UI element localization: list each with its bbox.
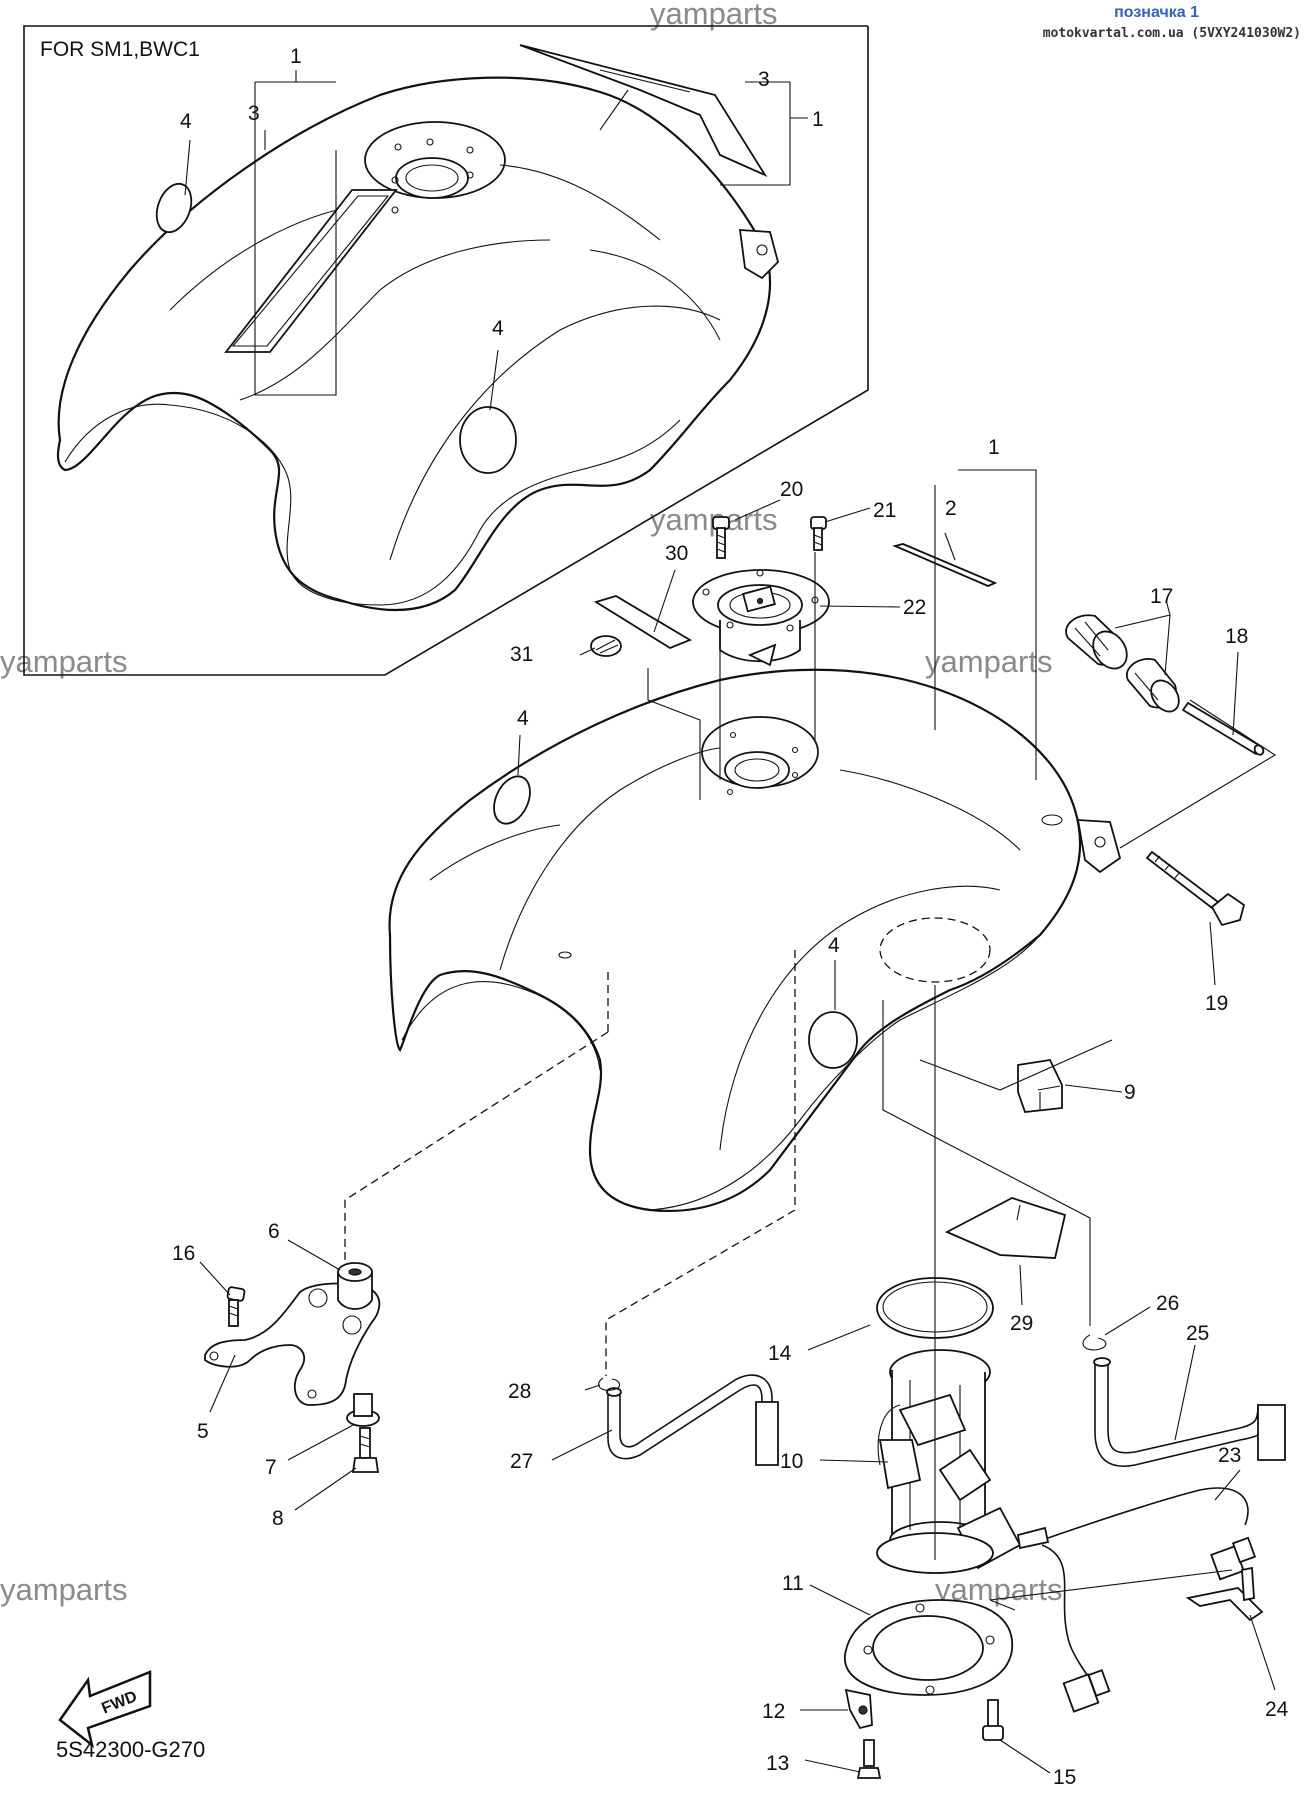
callout-31: 31 — [510, 643, 533, 666]
inset-frame — [23, 25, 869, 676]
bolt-20 — [712, 516, 730, 559]
callout-19: 19 — [1205, 992, 1228, 1015]
callout-3: 3 — [758, 68, 770, 91]
callout-11: 11 — [782, 1572, 804, 1595]
callout-5: 5 — [197, 1420, 209, 1443]
callout-1: 1 — [812, 108, 824, 131]
callout-10: 10 — [780, 1450, 803, 1473]
damper-17 — [1065, 614, 1180, 713]
gasket-30 — [593, 595, 693, 650]
callout-7: 7 — [265, 1456, 277, 1479]
callout-labels: 1 3 4 3 1 4 1 2 20 21 30 22 31 17 18 4 4… — [172, 45, 1289, 1789]
callout-26: 26 — [1156, 1292, 1179, 1315]
bracket-5 — [204, 1282, 381, 1406]
damper-6 — [337, 1262, 373, 1310]
callout-20: 20 — [780, 478, 803, 501]
callout-23: 23 — [1218, 1444, 1241, 1467]
callout-leaders — [199, 499, 1276, 1774]
callout-4: 4 — [828, 934, 840, 957]
callout-24: 24 — [1265, 1698, 1289, 1721]
callout-27: 27 — [510, 1450, 533, 1473]
callout-1: 1 — [988, 436, 1000, 459]
bolt-16 — [226, 1286, 246, 1327]
callout-9: 9 — [1124, 1081, 1136, 1104]
drawing-code: 5S42300-G270 — [56, 1737, 206, 1762]
hose-clip-26 — [1082, 1334, 1107, 1351]
wire-harness-23 — [1047, 1487, 1249, 1539]
main-fuel-tank — [388, 668, 1122, 1212]
callout-30: 30 — [665, 542, 688, 565]
callout-25: 25 — [1186, 1322, 1209, 1345]
callout-1: 1 — [290, 45, 302, 68]
callout-8: 8 — [272, 1507, 284, 1530]
rod-18 — [1181, 701, 1265, 756]
bolt-21 — [810, 516, 827, 551]
pad-29 — [944, 1197, 1067, 1259]
gasket-11 — [844, 1599, 1014, 1696]
screw-13 — [856, 1739, 882, 1779]
assembly-guide-lines — [344, 469, 1277, 1611]
bolt-15 — [982, 1699, 1004, 1741]
fuel-pump-10 — [876, 1349, 1050, 1574]
callout-4: 4 — [517, 707, 529, 730]
header-subtitle: motokvartal.com.ua (5VXY241030W2) — [1042, 26, 1301, 41]
hose-clip-28 — [598, 1377, 621, 1391]
callout-4: 4 — [492, 317, 504, 340]
bolt-19 — [1145, 850, 1246, 927]
filler-cap-assembly — [692, 569, 830, 667]
watermark-text: yamparts — [0, 1572, 127, 1607]
callout-14: 14 — [768, 1342, 792, 1365]
callout-2: 2 — [945, 497, 957, 520]
bolt-8 — [351, 1427, 380, 1473]
header-title: позначка 1 — [1114, 4, 1199, 21]
hose-25 — [1094, 1362, 1271, 1467]
seal-strip-2 — [892, 543, 998, 587]
callout-12: 12 — [762, 1700, 785, 1723]
inset-model-note: FOR SM1,BWC1 — [40, 38, 200, 61]
collar-7 — [346, 1393, 380, 1427]
callout-13: 13 — [766, 1752, 789, 1775]
damper-block-9 — [1017, 1059, 1063, 1113]
watermark-text: yamparts — [925, 644, 1052, 679]
connector-23b — [1062, 1669, 1111, 1713]
callout-6: 6 — [268, 1220, 280, 1243]
label-31 — [590, 635, 622, 657]
callout-3: 3 — [248, 102, 260, 125]
callout-18: 18 — [1225, 625, 1248, 648]
callout-29: 29 — [1010, 1312, 1033, 1335]
callout-21: 21 — [873, 499, 896, 522]
callout-22: 22 — [903, 596, 926, 619]
callout-17: 17 — [1150, 585, 1173, 608]
callout-16: 16 — [172, 1242, 195, 1265]
fwd-arrow-icon: FWD — [58, 1670, 152, 1749]
callout-4: 4 — [180, 110, 192, 133]
callout-15: 15 — [1053, 1766, 1076, 1789]
callout-28: 28 — [508, 1380, 531, 1403]
inset-fuel-tank — [56, 44, 780, 612]
hose-27 — [607, 1384, 763, 1462]
watermark-text: yamparts — [0, 644, 127, 679]
